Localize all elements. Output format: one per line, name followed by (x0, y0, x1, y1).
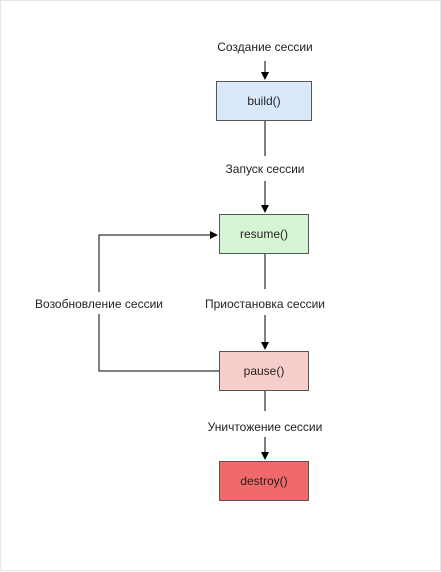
node-resume-label: resume() (239, 227, 288, 241)
node-pause-label: pause() (243, 364, 285, 378)
pause-to-resume-loop-arrow (98, 231, 218, 292)
node-build-label: build() (247, 94, 281, 108)
edge-label-destroy: Уничтожение сессии (205, 419, 325, 435)
pause-to-resume-loop (98, 314, 219, 372)
edge-label-create: Создание сессии (215, 39, 315, 55)
node-destroy-label: destroy() (240, 474, 288, 488)
node-resume: resume() (219, 214, 309, 254)
edge-label-start: Запуск сессии (223, 161, 307, 177)
node-destroy: destroy() (219, 461, 309, 501)
node-pause: pause() (219, 351, 309, 391)
edge-label-suspend: Приостановка сессии (203, 296, 327, 312)
node-build: build() (216, 81, 312, 121)
edge-label-restore: Возобновление сессии (33, 296, 165, 312)
